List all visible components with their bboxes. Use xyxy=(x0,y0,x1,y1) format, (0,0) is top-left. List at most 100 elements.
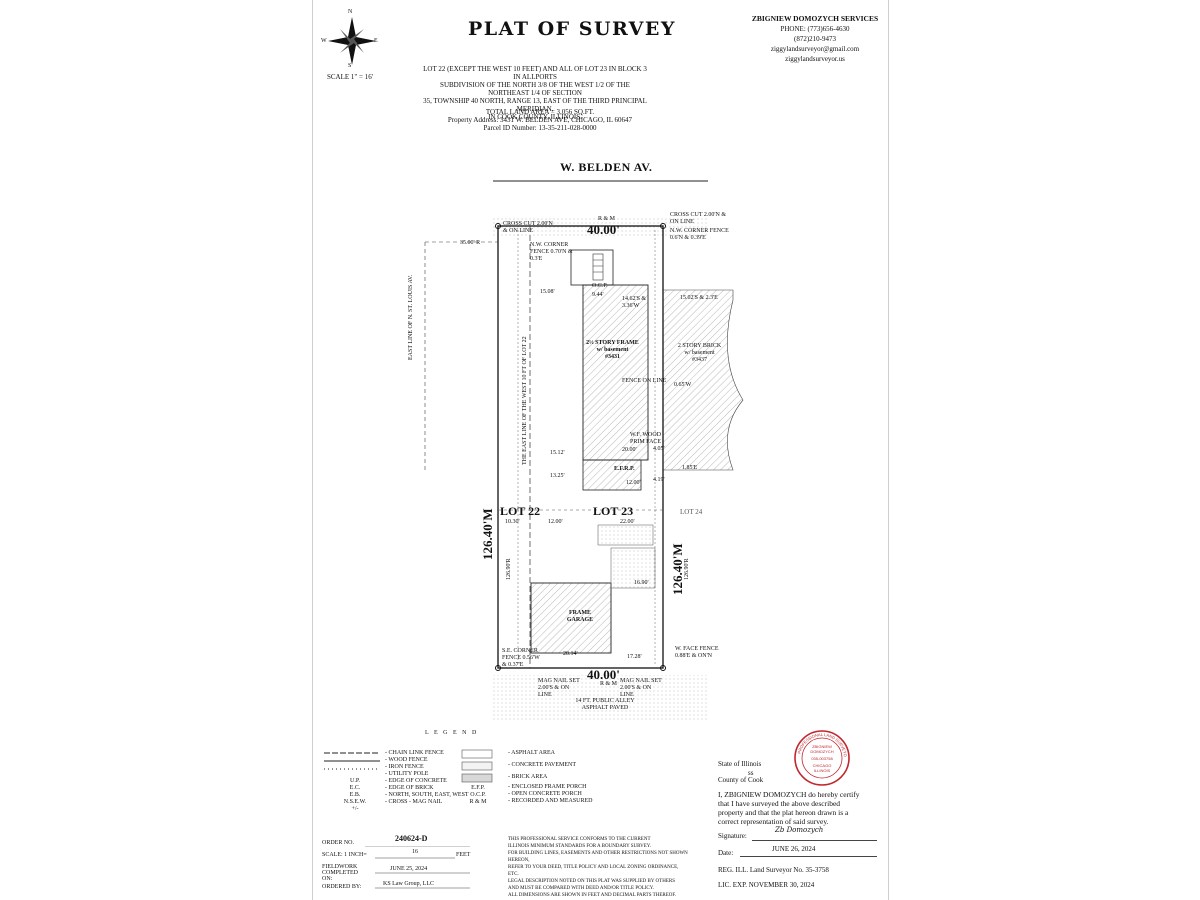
note-line: THIS PROFESSIONAL SERVICE CONFORMS TO TH… xyxy=(508,837,651,842)
land-area: TOTAL LAND AREA = 3,056 SQ.FT. xyxy=(485,108,595,116)
company-web: ziggylandsurveyor.us xyxy=(785,55,845,63)
marker-ne xyxy=(660,223,666,229)
ordered-value: KS Law Group, LLC xyxy=(383,881,434,887)
dim-1728: 17.28' xyxy=(627,654,642,660)
rear-porch xyxy=(582,459,642,491)
compass-n: N xyxy=(348,9,353,15)
ocp-label: O.C.P. xyxy=(592,283,608,289)
company-block: ZBIGNIEW DOMOZYCH SERVICES PHONE: (773)6… xyxy=(745,14,885,64)
neighbor-basement: w/ basement xyxy=(684,350,715,356)
seal-number: 035-003758 xyxy=(811,756,833,761)
note-line: REFER TO YOUR DEED, TITLE POLICY AND LOC… xyxy=(508,865,679,877)
south-dimension: 40.00' xyxy=(587,667,620,682)
date-value: JUNE 26, 2024 xyxy=(772,845,816,853)
legend-line-symbols xyxy=(324,752,380,770)
signature-line xyxy=(752,840,877,841)
lic-expiration: LIC. EXP. NOVEMBER 30, 2024 xyxy=(718,881,815,889)
company-email: ziggylandsurveyor@gmail.com xyxy=(770,45,860,53)
parcel-id: Parcel ID Number: 13-35-211-028-0000 xyxy=(483,124,597,132)
dim-405: 4.05' xyxy=(653,446,665,452)
magnail-e-label: MAG NAIL SET 2.00'S & ON LINE xyxy=(620,678,662,698)
company-phone2: (872)210-9473 xyxy=(794,35,836,43)
lot24-label: LOT 24 xyxy=(680,508,703,516)
legend-abbr: R & M xyxy=(469,799,487,805)
dim-1502: 15.02'S & 2.3'E xyxy=(680,295,718,301)
legal-line: 35, TOWNSHIP 40 NORTH, RANGE 13, EAST OF… xyxy=(423,97,647,113)
west-dimension: 126.40'M xyxy=(480,508,495,560)
legend-item: - EDGE OF BRICK xyxy=(385,785,434,791)
compass-s: S xyxy=(348,63,352,69)
compass-e: E xyxy=(374,38,378,44)
date-line xyxy=(740,856,877,857)
dim-1200: 12.00' xyxy=(626,480,641,486)
legend-left-abbr: U.P. E.C. E.B. N.S.E.W. +/- xyxy=(340,778,370,813)
page-title: PLAT OF SURVEY xyxy=(468,18,676,40)
legend-abbr: U.P. xyxy=(349,778,360,784)
cert-county: County of Cook xyxy=(718,776,764,784)
dim-1325: 13.25' xyxy=(550,473,565,479)
compass-rose-icon xyxy=(328,17,376,65)
seal-name: ZBIGNIEW xyxy=(812,744,832,749)
neighbor-building xyxy=(662,289,744,471)
alley-name: 14 FT. PUBLIC ALLEY xyxy=(575,698,635,704)
garage-label: FRAME GARAGE xyxy=(555,610,605,624)
seal-surname: DOMOZYCH xyxy=(810,749,833,754)
legend-abbr: E.F.P. xyxy=(471,785,485,791)
legend-item: - CONCRETE PAVEMENT xyxy=(508,762,577,768)
dim-1508: 15.08' xyxy=(540,289,555,295)
legal-line: SUBDIVISION OF THE NORTH 3/8 OF THE WEST… xyxy=(440,81,630,97)
lot23-label: LOT 23 xyxy=(593,504,634,518)
legend-right-abbr: E.F.P. O.C.P. R & M xyxy=(463,785,493,806)
ne-fence-label: N.W. CORNER FENCE 0.6'N & 0.39'E xyxy=(670,228,729,241)
order-value: 240624-D xyxy=(395,834,428,843)
legend-abbr: E.B. xyxy=(349,792,361,798)
cert-ss: ss xyxy=(748,769,754,777)
legend-abbr: O.C.P. xyxy=(470,792,486,798)
legend-item: - EDGE OF CONCRETE xyxy=(385,778,447,784)
house-type: 2½ STORY FRAME xyxy=(586,340,639,346)
garage-footprint xyxy=(530,582,612,654)
note-line: ALL DIMENSIONS ARE SHOWN IN FEET AND DEC… xyxy=(508,893,677,898)
lot22-label: LOT 22 xyxy=(500,504,541,518)
legend-item: - CHAIN LINK FENCE xyxy=(385,750,444,756)
compass-w: W xyxy=(321,38,327,44)
legend-item: - ASPHALT AREA xyxy=(508,750,556,756)
house-number: #3431 xyxy=(605,354,620,360)
concrete-pad xyxy=(610,547,656,589)
dim-2000: 20.00' xyxy=(622,447,637,453)
house-basement: w/ basement xyxy=(596,347,629,353)
legend-item: - IRON FENCE xyxy=(385,764,424,770)
dim-1200b: 12.00' xyxy=(548,519,563,525)
east-dimension-rec: 126.90'R xyxy=(684,558,690,580)
plat-drawing xyxy=(424,180,744,720)
south-rm: R & M xyxy=(600,681,618,687)
legal-line: LOT 22 (EXCEPT THE WEST 10 FEET) AND ALL… xyxy=(423,65,647,81)
sidewalk xyxy=(493,216,708,238)
date-label: Date: xyxy=(718,849,734,857)
marker-sw xyxy=(495,665,501,671)
survey-notes: THIS PROFESSIONAL SERVICE CONFORMS TO TH… xyxy=(508,836,688,899)
legend-area-symbols xyxy=(461,749,493,783)
legal-line: IN COOK COUNTY, ILLINOIS. xyxy=(488,113,582,121)
signature-label: Signature: xyxy=(718,832,747,840)
order-label: ORDER NO. xyxy=(322,840,355,846)
legend-item: - ENCLOSED FRAME PORCH xyxy=(508,784,587,790)
house-label: 2½ STORY FRAME w/ basement #3431 xyxy=(585,340,640,361)
marker-nw xyxy=(495,223,501,229)
legend-left-list: - CHAIN LINK FENCE - WOOD FENCE - IRON F… xyxy=(385,750,469,806)
lot-boundary xyxy=(497,225,664,669)
legend-abbr: E.C. xyxy=(349,785,361,791)
dim-35: 35.00' R xyxy=(460,240,481,246)
legal-description: LOT 22 (EXCEPT THE WEST 10 FEET) AND ALL… xyxy=(420,65,650,121)
seal-city: CHICAGO xyxy=(813,763,832,768)
north-dimension: 40.00' xyxy=(587,222,620,237)
certification-statement: I, ZBIGNIEW DOMOZYCH do hereby certify t… xyxy=(718,790,888,826)
neighbor-number: #3437 xyxy=(692,357,707,363)
legend-item: - CROSS - MAG NAIL xyxy=(385,799,443,805)
alley-paving xyxy=(493,675,708,720)
alley-surface: ASPHALT PAVED xyxy=(581,705,629,711)
magnail-w-label: MAG NAIL SET 2.00'S & ON LINE xyxy=(538,678,580,698)
legend-item: - NORTH, SOUTH, EAST, WEST xyxy=(385,792,469,798)
cert-line: property and that the plat hereon drawn … xyxy=(718,808,849,817)
company-name: ZBIGNIEW DOMOZYCH SERVICES xyxy=(751,14,879,23)
